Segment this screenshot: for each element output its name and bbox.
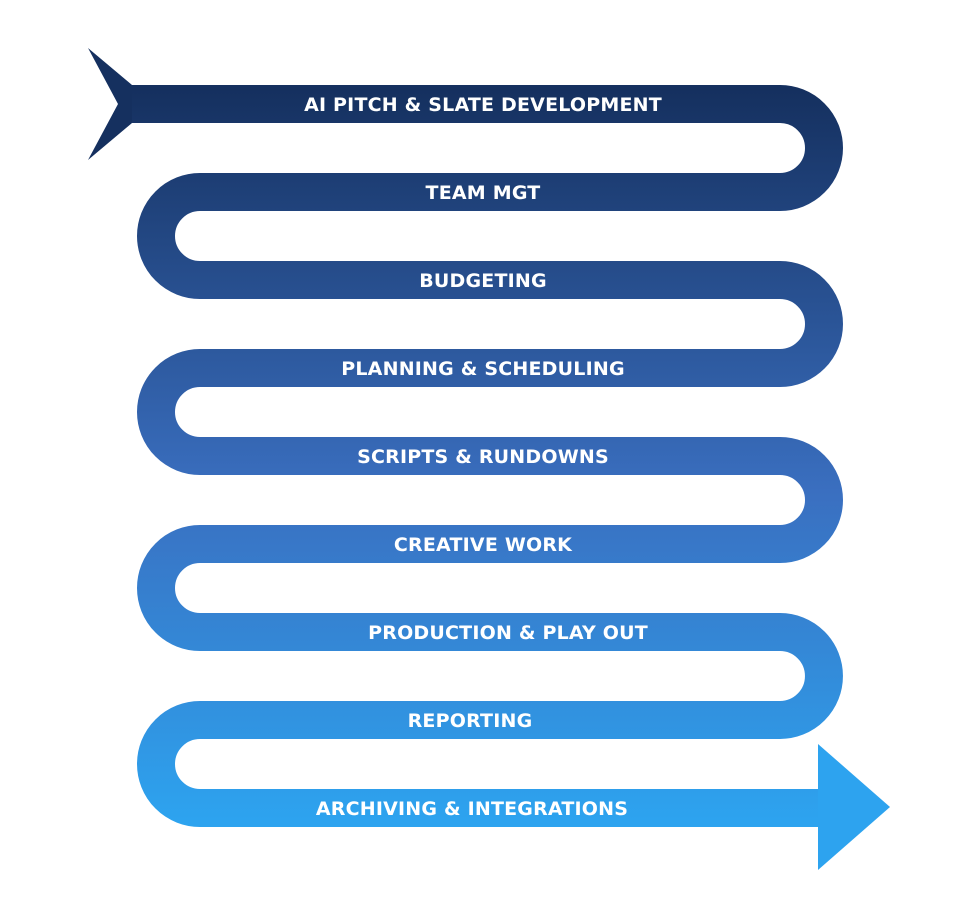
step-label: ARCHIVING & INTEGRATIONS (316, 798, 628, 820)
step-label: SCRIPTS & RUNDOWNS (357, 446, 609, 468)
step-label: PLANNING & SCHEDULING (341, 358, 625, 380)
start-arrow-tail (88, 48, 132, 160)
step-label: TEAM MGT (426, 182, 541, 204)
step-label: BUDGETING (419, 270, 547, 292)
end-arrowhead (818, 744, 890, 870)
step-label: PRODUCTION & PLAY OUT (368, 622, 648, 644)
step-label: REPORTING (408, 710, 533, 732)
step-label: AI PITCH & SLATE DEVELOPMENT (304, 94, 662, 116)
serpentine-ribbon (125, 85, 843, 827)
step-label: CREATIVE WORK (394, 534, 573, 556)
